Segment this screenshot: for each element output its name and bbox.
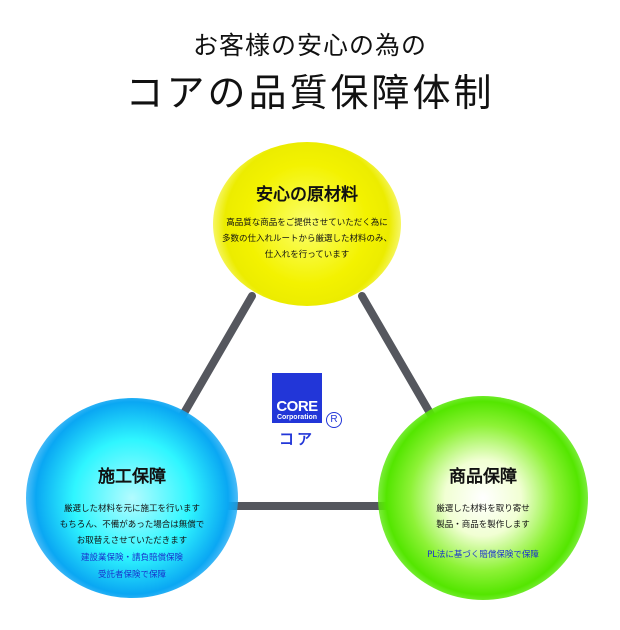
node-materials-desc-1: 高品質な商品をご提供させていただく為に: [226, 218, 388, 228]
node-construction-desc-2: もちろん、不備があった場合は無償で: [59, 520, 205, 530]
logo-word: CORE: [276, 398, 318, 415]
node-product: 商品保障 厳選した材料を取り寄せ 製品・商品を製作します PL法に基づく賠償保険…: [378, 396, 588, 600]
node-product-desc-1: 厳選した材料を取り寄せ: [436, 504, 530, 514]
node-construction: 施工保障 厳選した材料を元に施工を行います もちろん、不備があった場合は無償で …: [26, 398, 238, 598]
header-subtitle: お客様の安心の為の: [192, 31, 427, 60]
node-product-desc-2: 製品・商品を製作します: [436, 520, 530, 530]
registered-mark-icon: R: [326, 412, 342, 428]
header-title: コアの品質保障体制: [125, 71, 495, 115]
link-materials-construction: [176, 292, 256, 424]
node-materials-desc-2: 多数の仕入れルートから厳選した材料のみ、: [221, 234, 392, 244]
node-construction-desc-1: 厳選した材料を元に施工を行います: [63, 504, 200, 514]
link-materials-product: [358, 292, 438, 424]
node-construction-title: 施工保障: [98, 467, 166, 487]
node-product-note-1: PL法に基づく賠償保険で保障: [427, 550, 539, 560]
node-materials: 安心の原材料 高品質な商品をご提供させていただく為に 多数の仕入れルートから厳選…: [213, 142, 401, 306]
node-product-title: 商品保障: [449, 467, 517, 487]
node-construction-note-2: 受託者保険で保障: [97, 570, 166, 580]
core-logo: CORE Corporation: [272, 373, 322, 423]
node-materials-title: 安心の原材料: [256, 185, 358, 205]
logo-kana: コア: [278, 430, 315, 448]
logo-sub: Corporation: [276, 414, 318, 421]
node-materials-desc-3: 仕入れを行っています: [264, 250, 350, 260]
node-construction-note-1: 建設業保険・請負賠償保険: [80, 553, 183, 563]
node-construction-desc-3: お取替えさせていただきます: [76, 536, 188, 546]
